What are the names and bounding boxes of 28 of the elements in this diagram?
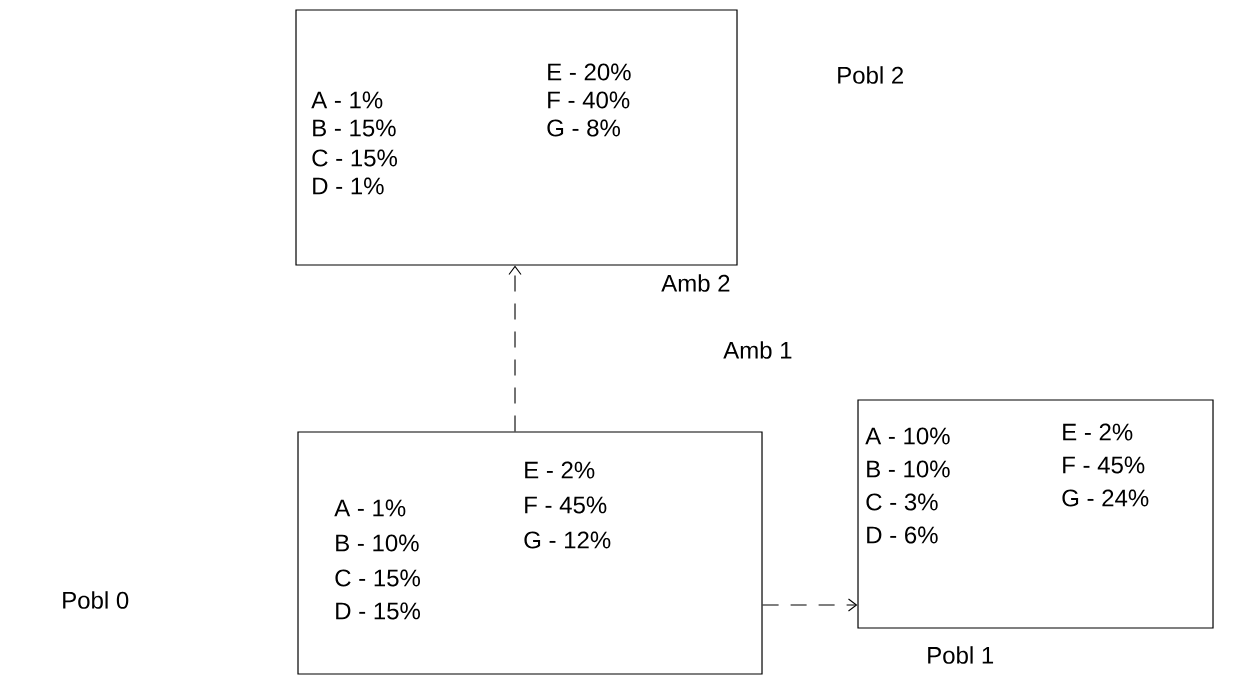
percentage-text: D - 1% [313, 177, 384, 195]
percentage-text: F - 40% [548, 91, 630, 109]
percentage-text: E - 2% [1063, 423, 1133, 441]
percentage-text: G - 8% [547, 119, 620, 137]
percentage-text: E - 20% [548, 63, 631, 81]
arrow [508, 265, 522, 432]
percentage-text: D - 15% [336, 602, 420, 620]
percentage-text: F - 45% [1063, 456, 1145, 474]
percentage-text: C - 15% [312, 149, 397, 167]
population-label: Pobl 2 [838, 66, 903, 84]
percentage-text: G - 24% [1062, 489, 1149, 507]
percentage-text: A - 1% [311, 91, 383, 109]
percentage-text: A - 1% [334, 499, 406, 517]
percentage-text: C - 3% [866, 493, 938, 511]
percentage-text: E - 2% [525, 461, 595, 479]
percentage-text: G - 12% [524, 531, 611, 549]
percentage-text: F - 45% [525, 496, 607, 514]
box-label: Amb 2 [661, 274, 730, 292]
percentage-text: A - 10% [865, 427, 950, 445]
percentage-text: B - 10% [336, 534, 419, 552]
box-label: Pobl 1 [928, 646, 994, 664]
percentage-text: B - 15% [313, 119, 396, 137]
arrow [762, 598, 858, 612]
box-label: Amb 1 [723, 341, 792, 359]
population-label: Pobl 0 [63, 591, 129, 609]
percentage-text: B - 10% [867, 460, 950, 478]
percentage-text: C - 15% [335, 569, 420, 587]
percentage-text: D - 6% [867, 526, 938, 544]
